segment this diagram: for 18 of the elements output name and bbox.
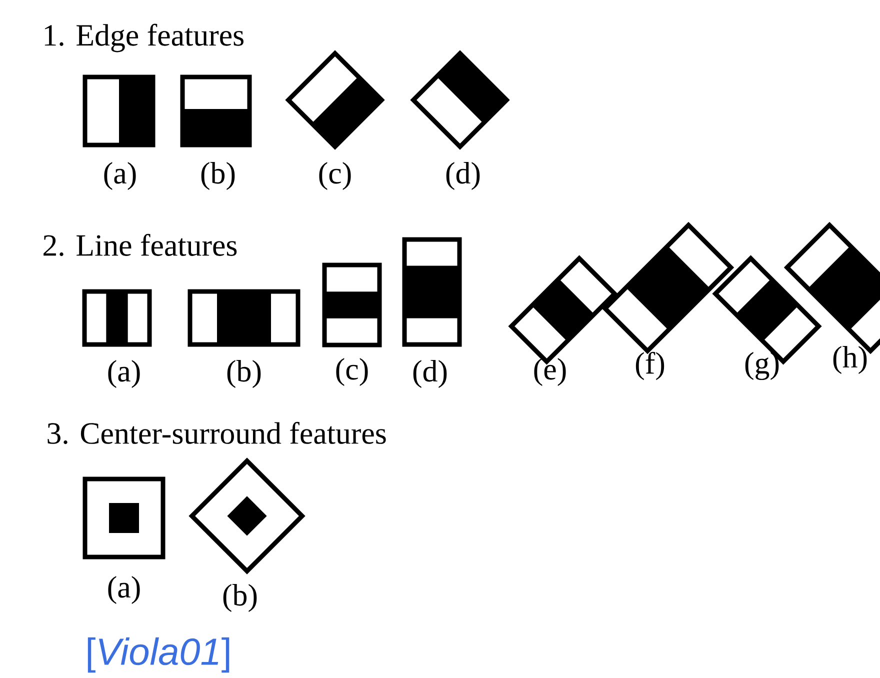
feature-label: (h) [833,346,867,374]
feature-label: (b) [223,584,257,612]
section-heading: 1. Edge features [44,24,244,52]
feature-label: (g) [745,352,779,380]
feature-label: (e) [534,358,566,386]
feature-label: (b) [227,360,261,388]
section-heading: 3. Center-surround features [48,422,386,444]
feature-label: (d) [413,360,447,388]
feature-label: (b) [201,162,235,190]
feature-label: (a) [104,162,136,190]
citation: [Viola01] [88,637,230,673]
feature-label: (d) [446,162,480,190]
feature-label: (c) [336,358,368,386]
section-heading: 2. Line features [44,234,237,256]
feature-label: (a) [108,576,140,604]
feature-label: (a) [108,360,140,388]
feature-label: (f) [636,352,664,380]
feature-label: (c) [319,162,351,190]
